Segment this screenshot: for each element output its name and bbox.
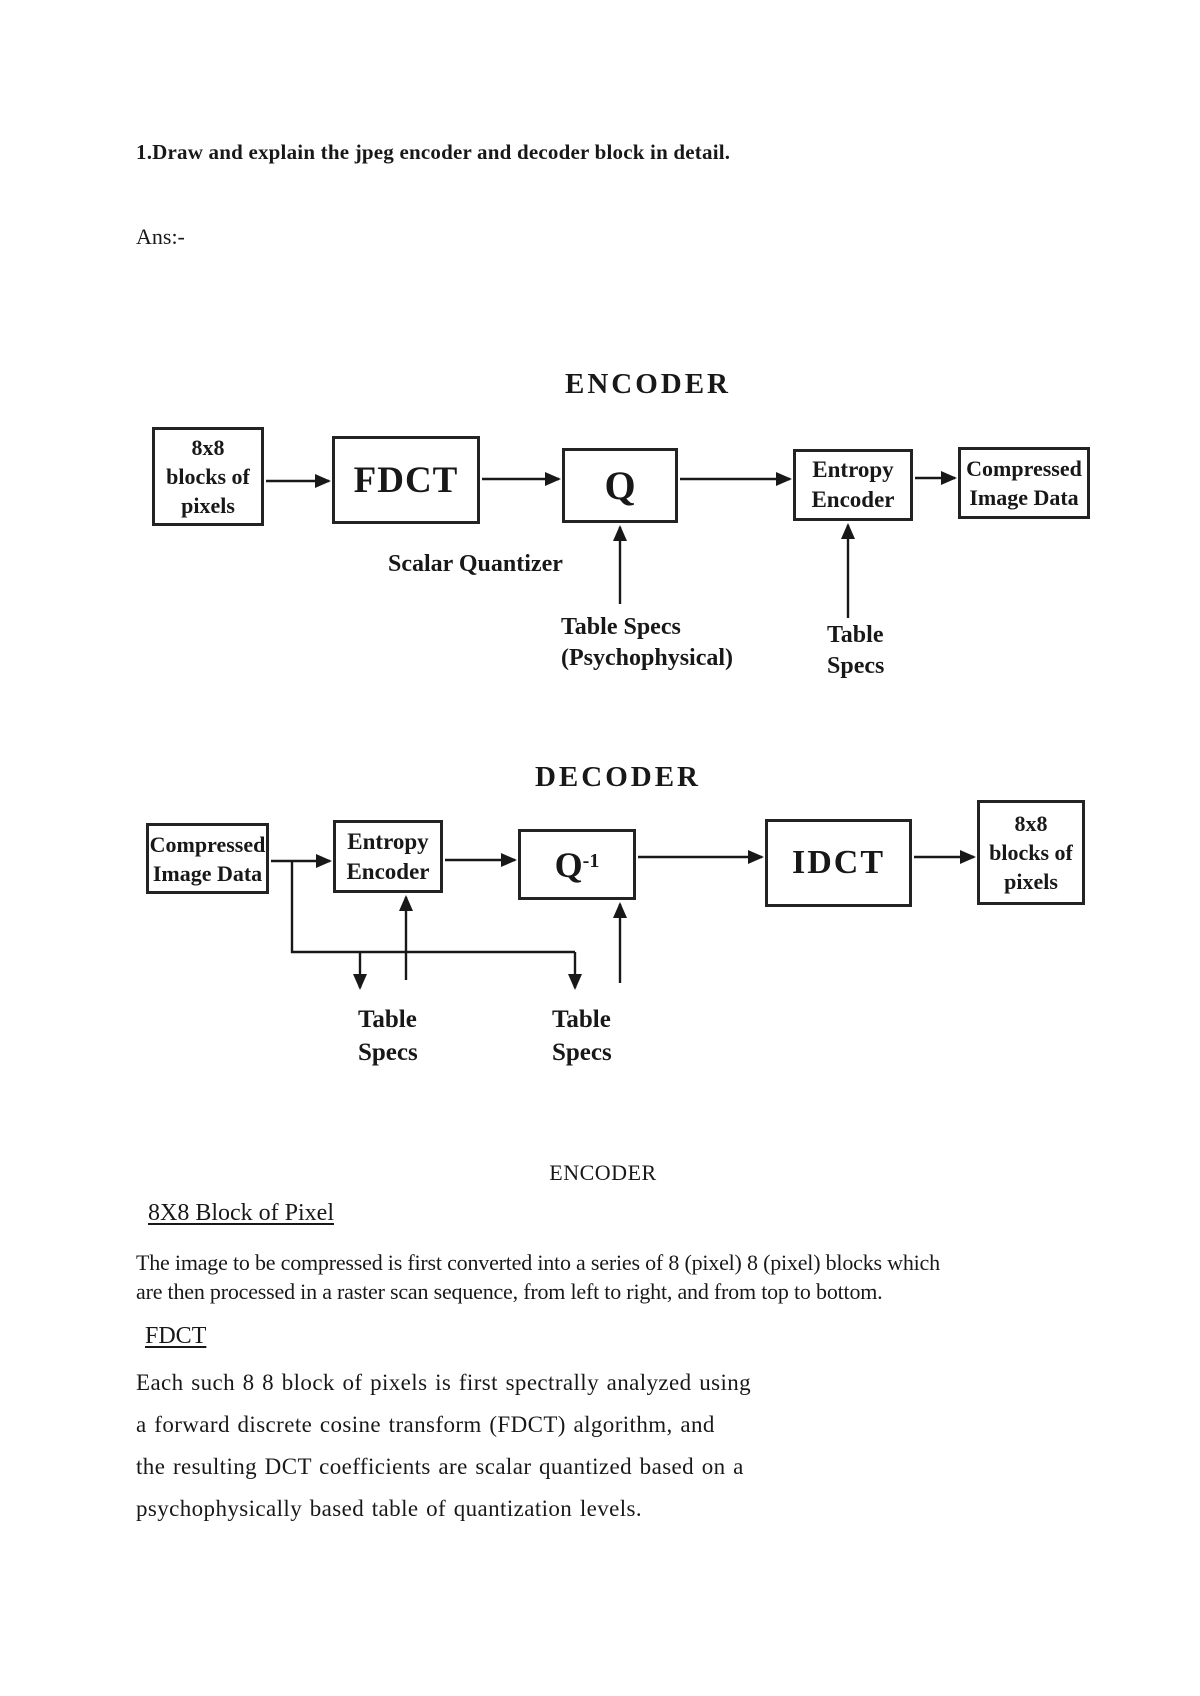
section-8x8-block-heading: 8X8 Block of Pixel — [148, 1200, 334, 1226]
fdct-text-line: the resulting DCT coefficients are scala… — [136, 1454, 744, 1479]
qinv-superscript: -1 — [582, 849, 600, 872]
fdct-text-line: a forward discrete cosine transform (FDC… — [136, 1412, 715, 1437]
qinv-base: Q — [554, 844, 583, 885]
decoder-box-idct: IDCT — [765, 819, 912, 907]
decoder-box-entropy-encoder: Entropy Encoder — [333, 820, 443, 893]
encoder-box-entropy-label: Entropy Encoder — [811, 457, 895, 512]
scalar-quantizer-label: Scalar Quantizer — [388, 551, 563, 577]
paragraph-line: are then processed in a raster scan sequ… — [136, 1279, 883, 1304]
decoder-box-output-label: 8x8 blocks of pixels — [989, 811, 1073, 894]
section-encoder-heading: ENCODER — [549, 1160, 657, 1185]
decoder-box-compressed-input: Compressed Image Data — [146, 823, 269, 894]
answer-label: Ans:- — [136, 224, 185, 249]
encoder-box-output-label: Compressed Image Data — [966, 456, 1082, 510]
decoder-box-entropy-label: Entropy Encoder — [346, 828, 430, 884]
decoder-table-specs-right-label: Table Specs — [552, 1006, 612, 1066]
decoder-table-specs-left-label: Table Specs — [358, 1006, 418, 1066]
decoder-box-qinv-label: Q-1 — [555, 844, 600, 886]
decoder-box-output-pixels: 8x8 blocks of pixels — [977, 800, 1085, 905]
decoder-diagram-title: DECODER — [534, 761, 701, 793]
encoder-box-fdct: FDCT — [332, 436, 480, 524]
encoder-box-input-pixels: 8x8 blocks of pixels — [152, 427, 264, 526]
question-title: 1.Draw and explain the jpeg encoder and … — [136, 140, 731, 164]
section-fdct-paragraph: Each such 8 8 block of pixels is first s… — [136, 1362, 751, 1530]
encoder-box-quantizer: Q — [562, 448, 678, 523]
encoder-box-fdct-label: FDCT — [353, 459, 459, 501]
paragraph-line: The image to be compressed is first conv… — [136, 1250, 940, 1275]
section-8x8-block-paragraph: The image to be compressed is first conv… — [136, 1248, 940, 1306]
encoder-table-specs-label: Table Specs — [827, 622, 885, 679]
encoder-box-entropy-encoder: Entropy Encoder — [793, 449, 913, 521]
section-fdct-heading: FDCT — [145, 1323, 207, 1349]
encoder-box-input-label: 8x8 blocks of pixels — [166, 435, 250, 518]
fdct-text-line: psychophysically based table of quantiza… — [136, 1496, 643, 1521]
decoder-box-inverse-quantizer: Q-1 — [518, 829, 636, 900]
decoder-box-idct-label: IDCT — [791, 844, 886, 881]
decoder-box-input-label: Compressed Image Data — [149, 831, 266, 886]
fdct-text-line: Each such 8 8 block of pixels is first s… — [136, 1370, 752, 1395]
encoder-box-compressed-output: Compressed Image Data — [958, 447, 1090, 519]
encoder-table-specs-psychophysical-label: Table Specs (Psychophysical) — [561, 614, 734, 671]
encoder-box-quantizer-label: Q — [604, 463, 636, 508]
encoder-diagram-title: ENCODER — [564, 368, 731, 400]
